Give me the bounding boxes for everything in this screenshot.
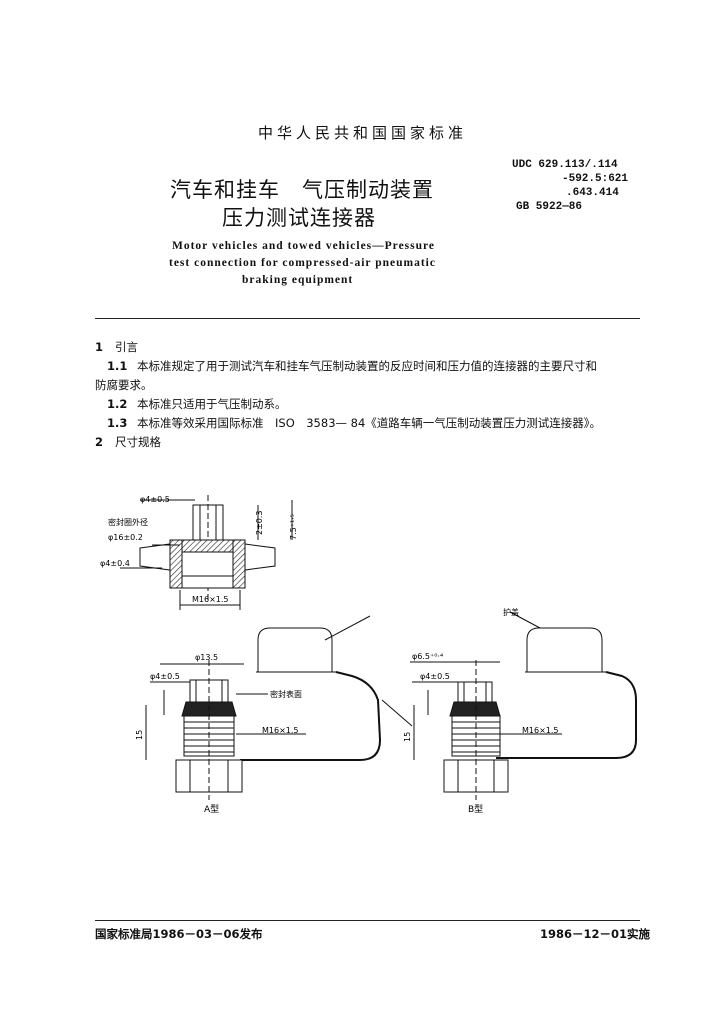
- type-a-label: A型: [204, 804, 219, 815]
- dim-15-a: 15: [135, 730, 144, 740]
- standard-title-line1: 汽车和挂车 气压制动装置: [170, 178, 434, 202]
- cap-label-b: 护盖: [503, 607, 519, 617]
- thread-size: M16×1.5: [192, 595, 229, 604]
- clause-text: 本标准只适用于气压制动系。: [137, 397, 287, 411]
- dim-7-5: 7.5⁺¹·⁵: [289, 514, 298, 540]
- issue-date: 国家标准局1986－03－06发布: [95, 927, 263, 941]
- english-title-line: test connection for compressed-air pneum…: [169, 257, 436, 269]
- thread-size-b: M16×1.5: [522, 726, 559, 735]
- dim-phi4-a: φ4±0.5: [150, 672, 180, 681]
- clause-number: 1.1: [107, 359, 128, 373]
- section-heading-text: 引言: [115, 340, 138, 354]
- type-b-label: B型: [468, 804, 483, 815]
- clause-number: 1.2: [107, 397, 128, 411]
- section-number: 1: [95, 340, 104, 354]
- udc-line: UDC 629.113/.114: [512, 159, 618, 171]
- dim-phi4-left: φ4±0.4: [100, 559, 130, 568]
- section-heading-text: 尺寸规格: [115, 435, 161, 449]
- state-standard-title: 中华人民共和国国家标准: [257, 124, 467, 142]
- clause-text: 本标准规定了用于测试汽车和挂车气压制动装置的反应时间和压力值的连接器的主要尺寸和: [137, 359, 597, 373]
- gb-code: GB 5922—86: [516, 201, 583, 213]
- implementation-date: 1986－12－01实施: [540, 927, 651, 941]
- english-title: Motor vehicles and towed vehicles—Pressu…: [169, 238, 436, 289]
- dim-phi4: φ4±0.5: [140, 495, 170, 504]
- clause-text: 本标准等效采用国际标准 ISO 3583— 84《道路车辆一气压制动装置压力测试…: [137, 416, 602, 430]
- paragraph-1-3: 1.3 本标准等效采用国际标准 ISO 3583— 84《道路车辆一气压制动装置压…: [95, 414, 645, 433]
- thread-size-a: M16×1.5: [262, 726, 299, 735]
- paragraph-1-2: 1.2 本标准只适用于气压制动系。: [95, 395, 645, 414]
- seal-outer-diameter-label: 密封圈外径: [108, 517, 148, 527]
- document-body: 1 引言 1.1 本标准规定了用于测试汽车和挂车气压制动装置的反应时间和压力值的连接…: [95, 338, 645, 452]
- dim-phi13-5: φ13.5: [195, 653, 218, 662]
- udc-line: .643.414: [566, 187, 619, 199]
- footer-divider: [95, 920, 640, 921]
- udc-code-block: UDC 629.113/.114 -592.5:621 .643.414 GB …: [512, 158, 628, 214]
- clause-number: 1.3: [107, 416, 128, 430]
- udc-line: -592.5:621: [562, 173, 629, 185]
- section-number: 2: [95, 435, 104, 449]
- connector-type-a: [145, 615, 382, 800]
- paragraph-1-1: 1.1 本标准规定了用于测试汽车和挂车气压制动装置的反应时间和压力值的连接器的主要…: [95, 357, 645, 376]
- dim-phi4-b: φ4±0.5: [420, 672, 450, 681]
- section-2-heading: 2 尺寸规格: [95, 433, 645, 452]
- dim-15-b: 15: [403, 732, 412, 742]
- connector-type-b: [381, 611, 637, 800]
- dim-phi6-5: φ6.5⁺⁰·⁴: [412, 652, 443, 661]
- connector-section-view: [120, 495, 293, 610]
- section-1-heading: 1 引言: [95, 338, 645, 357]
- english-title-line: braking equipment: [242, 274, 354, 286]
- sealing-surface-label: 密封表面: [270, 689, 302, 699]
- seal-outer-diameter-value: φ16±0.2: [108, 533, 143, 542]
- header-divider: [95, 318, 640, 319]
- english-title-line: Motor vehicles and towed vehicles—Pressu…: [172, 240, 436, 252]
- standard-title-line2: 压力测试连接器: [222, 206, 376, 230]
- paragraph-1-1-continued: 防腐要求。: [95, 378, 153, 392]
- dim-2: 2±0.3: [255, 510, 264, 535]
